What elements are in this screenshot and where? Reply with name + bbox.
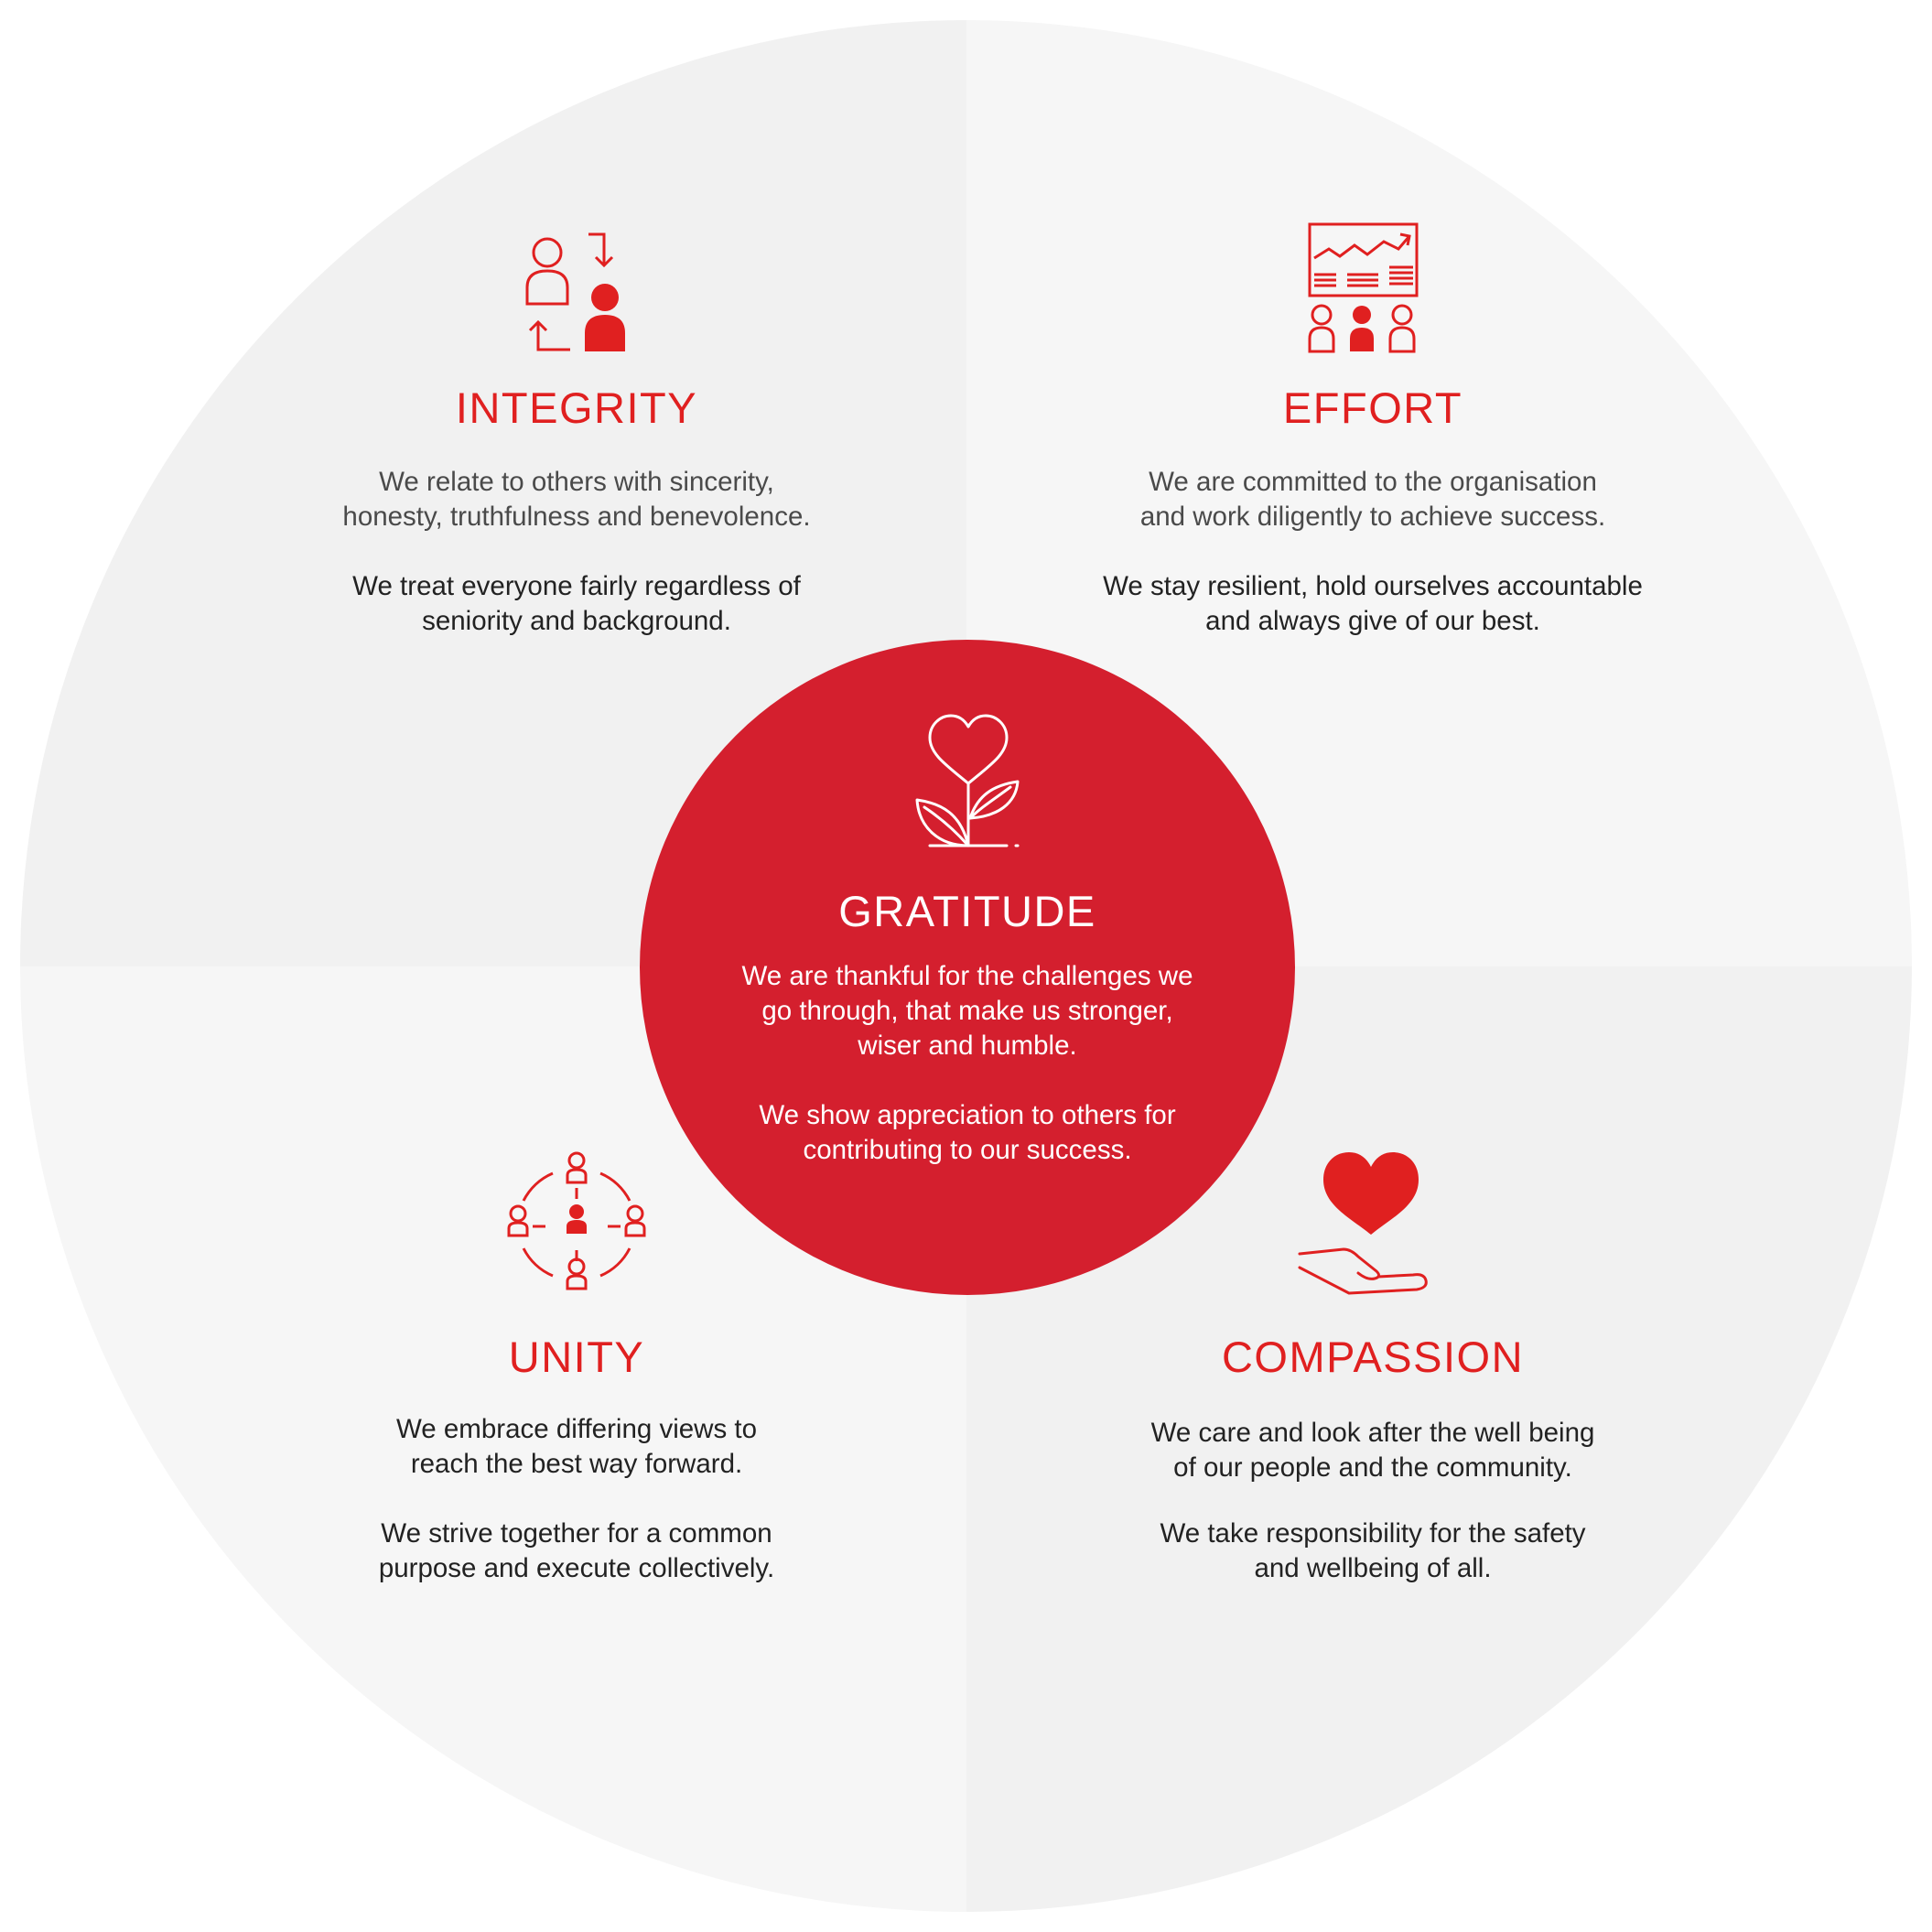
unity-block: UNITY We embrace differing views to reac… (302, 1332, 851, 1586)
integrity-block: INTEGRITY We relate to others with since… (302, 383, 851, 639)
unity-line-4: purpose and execute collectively. (378, 1553, 775, 1583)
integrity-title: INTEGRITY (455, 383, 698, 432)
compassion-line-2: of our people and the community. (1173, 1452, 1572, 1483)
heart-plant-icon (915, 714, 1020, 847)
gratitude-line-4: We show appreciation to others for (759, 1100, 1176, 1130)
unity-line-2: reach the best way forward. (410, 1449, 743, 1479)
compassion-block: COMPASSION We care and look after the we… (1052, 1332, 1693, 1586)
connected-people-circle-icon (507, 1151, 646, 1290)
compassion-title: COMPASSION (1221, 1333, 1525, 1381)
unity-title: UNITY (508, 1333, 645, 1381)
integrity-line-3: We treat everyone fairly regardless of (352, 571, 801, 601)
unity-line-1: We embrace differing views to (395, 1414, 758, 1444)
integrity-line-1: We relate to others with sincerity, (379, 467, 774, 497)
gratitude-title: GRATITUDE (838, 887, 1096, 935)
gratitude-line-5: contributing to our success. (803, 1135, 1132, 1165)
integrity-line-2: honesty, truthfulness and benevolence. (342, 502, 811, 532)
effort-line-3: We stay resilient, hold ourselves accoun… (1103, 571, 1643, 601)
effort-title: EFFORT (1282, 383, 1463, 432)
values-wheel (20, 20, 1912, 1912)
compassion-line-1: We care and look after the well being (1150, 1418, 1595, 1448)
effort-line-2: and work diligently to achieve success. (1139, 502, 1606, 532)
gratitude-line-3: wiser and humble. (858, 1031, 1077, 1061)
gratitude-circle (640, 640, 1295, 1295)
effort-line-1: We are committed to the organisation (1149, 467, 1597, 497)
people-exchange-icon (525, 232, 625, 351)
compassion-line-3: We take responsibility for the safety (1160, 1518, 1586, 1549)
compassion-line-4: and wellbeing of all. (1254, 1553, 1492, 1583)
heart-in-hand-icon (1298, 1152, 1428, 1295)
unity-line-3: We strive together for a common (381, 1518, 772, 1549)
effort-block: EFFORT We are committed to the organisat… (1052, 383, 1693, 639)
integrity-line-4: seniority and background. (422, 606, 731, 636)
gratitude-line-1: We are thankful for the challenges we (741, 961, 1193, 991)
effort-line-4: and always give of our best. (1205, 606, 1540, 636)
presentation-chart-team-icon (1308, 222, 1419, 353)
gratitude-block: GRATITUDE We are thankful for the challe… (693, 886, 1242, 1168)
gratitude-line-2: go through, that make us stronger, (761, 996, 1173, 1026)
